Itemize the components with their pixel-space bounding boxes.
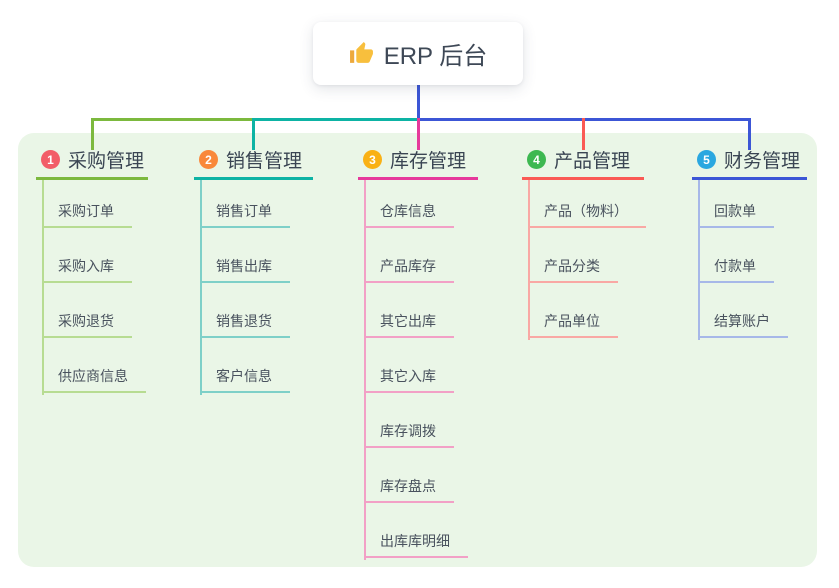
branch-underline xyxy=(36,177,148,180)
child-label: 客户信息 xyxy=(216,368,272,384)
child-node[interactable]: 产品单位 xyxy=(528,312,618,338)
branch-underline xyxy=(522,177,644,180)
child-connector-line xyxy=(200,180,202,395)
child-node[interactable]: 其它入库 xyxy=(364,367,454,393)
child-label: 库存盘点 xyxy=(380,478,436,494)
child-label: 其它入库 xyxy=(380,368,436,384)
branch-number-badge: 2 xyxy=(199,150,218,169)
thumbs-up-icon xyxy=(349,42,373,63)
branch-node-3[interactable]: 3 库存管理 xyxy=(358,146,478,173)
child-node[interactable]: 其它出库 xyxy=(364,312,454,338)
child-label: 供应商信息 xyxy=(58,368,128,384)
child-label: 采购退货 xyxy=(58,313,114,329)
branch-label: 销售管理 xyxy=(226,151,303,172)
branch-underline xyxy=(358,177,478,180)
connector-drop-5 xyxy=(748,118,751,150)
branch-node-1[interactable]: 1 采购管理 xyxy=(36,146,148,173)
child-node[interactable]: 销售订单 xyxy=(200,202,290,228)
child-label: 产品分类 xyxy=(544,258,600,274)
child-connector-line xyxy=(364,180,366,560)
child-connector-line xyxy=(528,180,530,340)
child-node[interactable]: 结算账户 xyxy=(698,312,788,338)
child-node[interactable]: 付款单 xyxy=(698,257,774,283)
child-node[interactable]: 产品（物料） xyxy=(528,202,646,228)
branch-number-badge: 4 xyxy=(527,150,546,169)
child-label: 销售订单 xyxy=(216,203,272,219)
branch-underline xyxy=(692,177,807,180)
branch-label: 采购管理 xyxy=(68,151,145,172)
child-label: 出库库明细 xyxy=(380,533,450,549)
connector-bus-segment xyxy=(90,118,255,121)
child-label: 其它出库 xyxy=(380,313,436,329)
child-label: 销售退货 xyxy=(216,313,272,329)
connector-drop-4 xyxy=(581,118,585,150)
child-node[interactable]: 库存盘点 xyxy=(364,477,454,503)
child-node[interactable]: 销售退货 xyxy=(200,312,290,338)
branches-panel xyxy=(18,133,817,567)
root-node[interactable]: ERP 后台 xyxy=(313,22,523,85)
branch-number-badge: 5 xyxy=(697,150,716,169)
child-node[interactable]: 仓库信息 xyxy=(364,202,454,228)
connector-drop-2 xyxy=(252,118,255,150)
branch-node-2[interactable]: 2 销售管理 xyxy=(194,146,313,173)
child-node[interactable]: 产品库存 xyxy=(364,257,454,283)
root-connector xyxy=(416,84,420,121)
branch-node-5[interactable]: 5 财务管理 xyxy=(692,146,807,173)
child-label: 销售出库 xyxy=(216,258,272,274)
child-label: 采购入库 xyxy=(58,258,114,274)
child-node[interactable]: 回款单 xyxy=(698,202,774,228)
child-label: 仓库信息 xyxy=(380,203,436,219)
child-label: 库存调拨 xyxy=(380,423,436,439)
child-node[interactable]: 采购订单 xyxy=(42,202,132,228)
child-connector-line xyxy=(698,180,700,340)
child-label: 产品库存 xyxy=(380,258,436,274)
child-node[interactable]: 销售出库 xyxy=(200,257,290,283)
connector-drop-3 xyxy=(416,118,420,150)
child-node[interactable]: 库存调拨 xyxy=(364,422,454,448)
child-node[interactable]: 产品分类 xyxy=(528,257,618,283)
child-connector-line xyxy=(42,180,44,395)
connector-drop-1 xyxy=(90,118,94,150)
branch-label: 产品管理 xyxy=(554,151,631,172)
child-label: 结算账户 xyxy=(714,313,770,329)
branch-number-badge: 1 xyxy=(41,150,60,169)
branch-node-4[interactable]: 4 产品管理 xyxy=(522,146,644,173)
child-label: 产品（物料） xyxy=(544,203,628,219)
child-label: 回款单 xyxy=(714,203,756,219)
child-node[interactable]: 供应商信息 xyxy=(42,367,146,393)
connector-bus-segment xyxy=(252,118,420,121)
child-node[interactable]: 出库库明细 xyxy=(364,532,468,558)
branch-number-badge: 3 xyxy=(363,150,382,169)
child-label: 产品单位 xyxy=(544,313,600,329)
child-node[interactable]: 采购入库 xyxy=(42,257,132,283)
child-label: 付款单 xyxy=(714,258,756,274)
root-label: ERP 后台 xyxy=(383,43,488,70)
branch-label: 财务管理 xyxy=(724,151,801,172)
child-node[interactable]: 采购退货 xyxy=(42,312,132,338)
child-label: 采购订单 xyxy=(58,203,114,219)
child-node[interactable]: 客户信息 xyxy=(200,367,290,393)
branch-underline xyxy=(194,177,313,180)
branch-label: 库存管理 xyxy=(390,151,467,172)
